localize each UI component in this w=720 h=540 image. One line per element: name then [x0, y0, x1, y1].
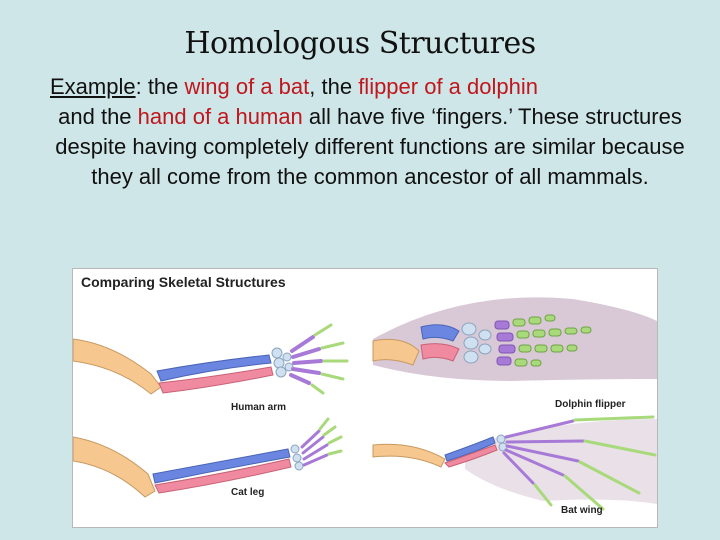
highlight-bat-wing: wing of a bat — [184, 74, 310, 99]
label-cat-leg: Cat leg — [231, 487, 265, 498]
bat-wing-drawing — [372, 415, 657, 511]
text-run: , the — [309, 74, 359, 99]
figure-title: Comparing Skeletal Structures — [81, 274, 286, 290]
text-run: all have five ‘fingers.’ These structure… — [55, 104, 685, 189]
text-run: : the — [135, 74, 185, 99]
highlight-human-hand: hand of a human — [137, 104, 303, 129]
dolphin-flipper-drawing — [372, 297, 657, 381]
skeletal-comparison-figure: Comparing Skeletal Structures — [72, 268, 658, 528]
human-arm-drawing — [73, 323, 349, 395]
highlight-dolphin-flipper: flipper of a dolphin — [358, 74, 538, 99]
cat-leg-drawing — [73, 417, 343, 498]
skeleton-illustration — [73, 297, 657, 511]
text-run: and the — [58, 104, 138, 129]
label-human-arm: Human arm — [231, 402, 287, 413]
slide-title: Homologous Structures — [184, 26, 536, 61]
example-line: Example: the wing of a bat, the flipper … — [50, 72, 690, 102]
slide-body: Example: the wing of a bat, the flipper … — [50, 72, 690, 192]
example-word: Example — [50, 74, 136, 99]
label-bat-wing: Bat wing — [561, 505, 603, 516]
label-dolphin-flipper: Dolphin flipper — [555, 399, 626, 410]
